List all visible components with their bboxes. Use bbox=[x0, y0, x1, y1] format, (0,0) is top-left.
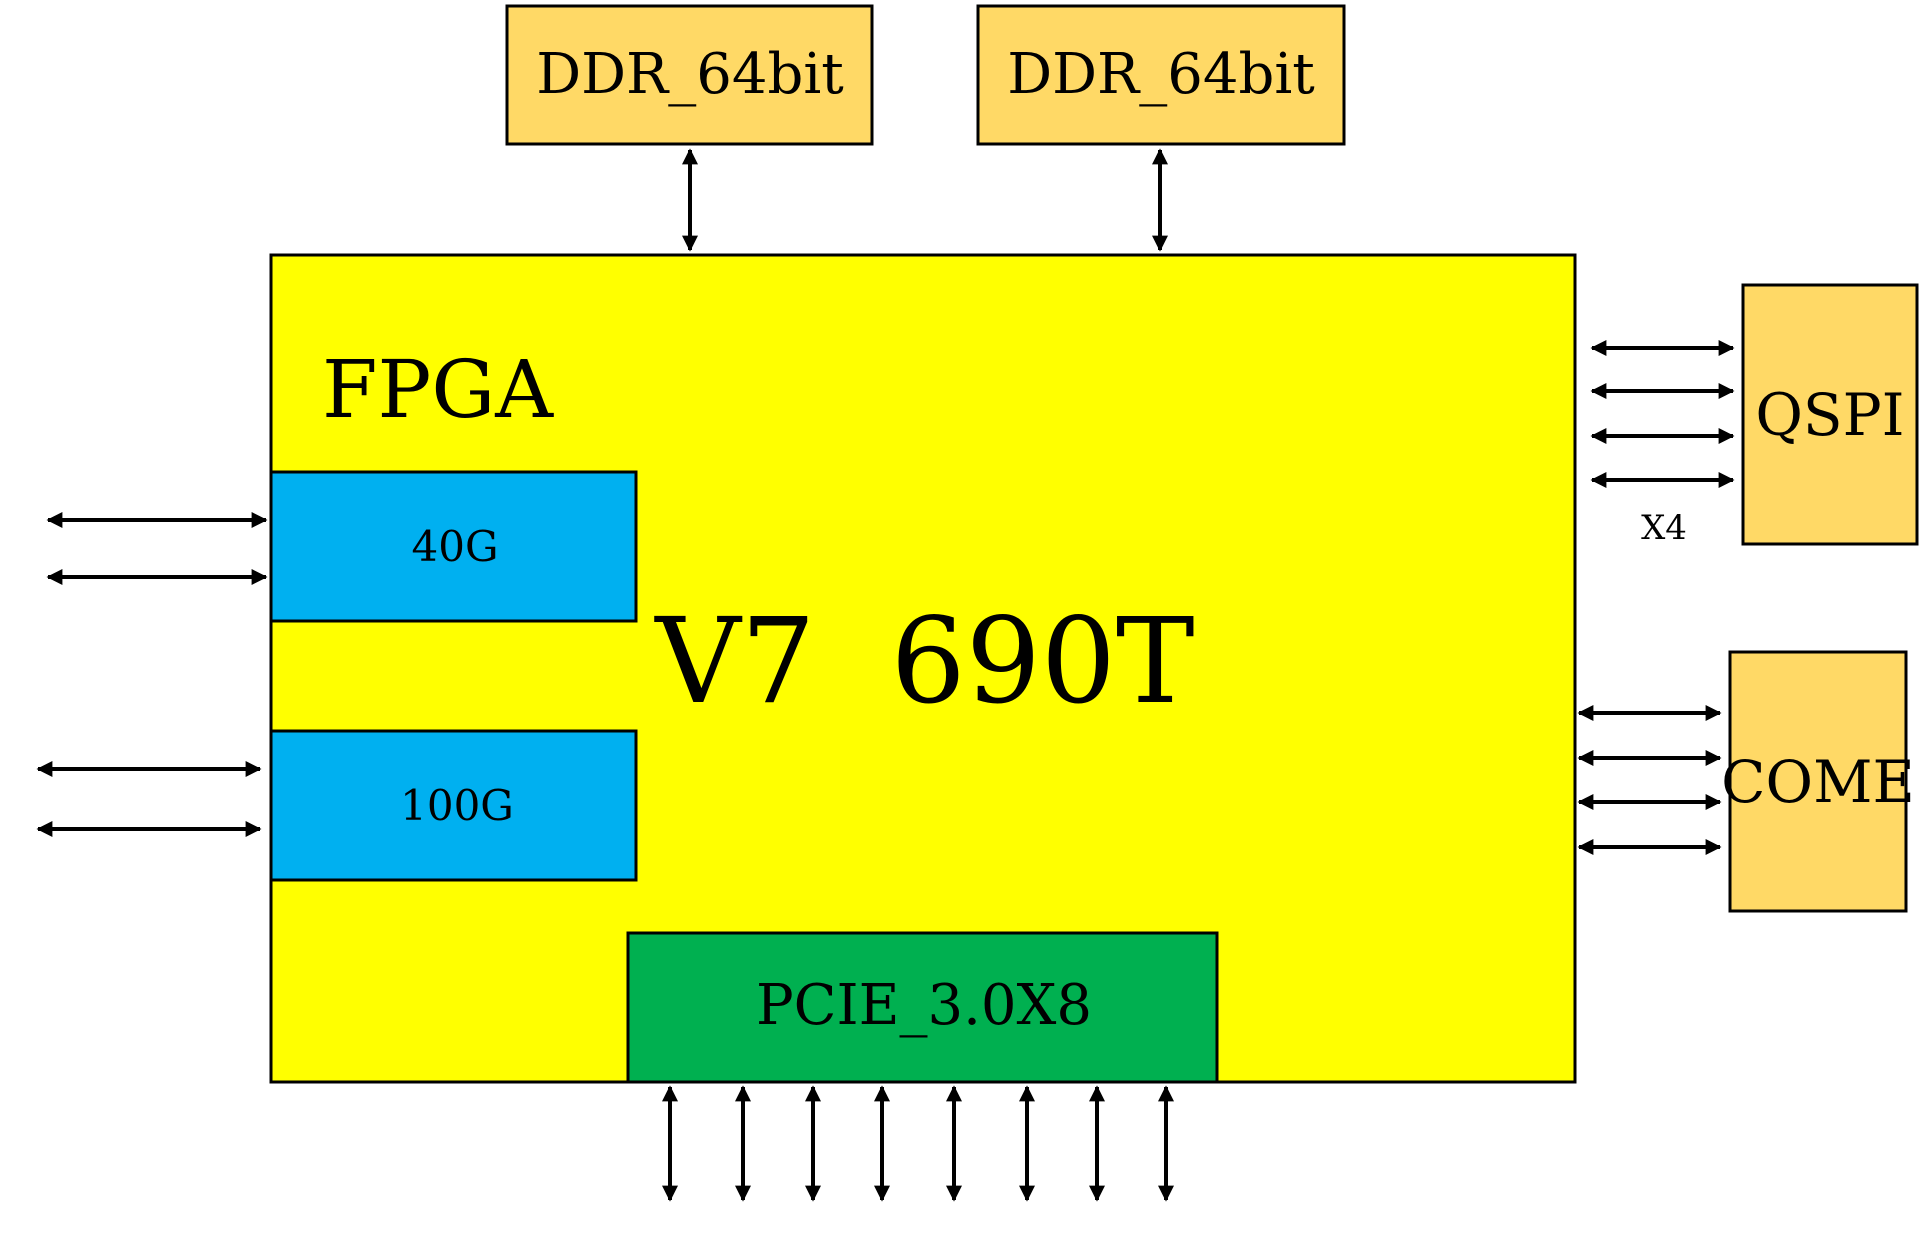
block-100g: 100G bbox=[269, 729, 638, 882]
qspi-bus-label: X4 bbox=[1641, 508, 1687, 548]
come-block: COME bbox=[1721, 650, 1915, 913]
block-40g: 40G bbox=[269, 470, 638, 623]
ddr-right-rect bbox=[976, 4, 1346, 146]
qspi-rect bbox=[1741, 283, 1919, 546]
block-100g-label: 100G bbox=[400, 781, 514, 830]
block-100g-rect bbox=[269, 729, 638, 882]
ddr-left-label: DDR_64bit bbox=[536, 42, 844, 107]
pcie-block: PCIE_3.0X8 bbox=[626, 931, 1219, 1084]
fpga-label: FPGA bbox=[322, 343, 554, 436]
qspi-block: QSPI bbox=[1741, 283, 1919, 546]
pcie-rect bbox=[626, 931, 1219, 1084]
pcie-label: PCIE_3.0X8 bbox=[756, 973, 1092, 1038]
ddr-left-rect bbox=[505, 4, 874, 146]
block-40g-rect bbox=[269, 470, 638, 623]
qspi-label: QSPI bbox=[1755, 381, 1904, 449]
ddr-left-block: DDR_64bit bbox=[505, 4, 874, 146]
ddr-right-label: DDR_64bit bbox=[1007, 42, 1315, 107]
fpga-part-label: V7 690T bbox=[653, 592, 1194, 730]
come-rect bbox=[1728, 650, 1908, 913]
ddr-right-block: DDR_64bit bbox=[976, 4, 1346, 146]
come-label: COME bbox=[1721, 748, 1915, 816]
block-40g-label: 40G bbox=[412, 522, 499, 571]
